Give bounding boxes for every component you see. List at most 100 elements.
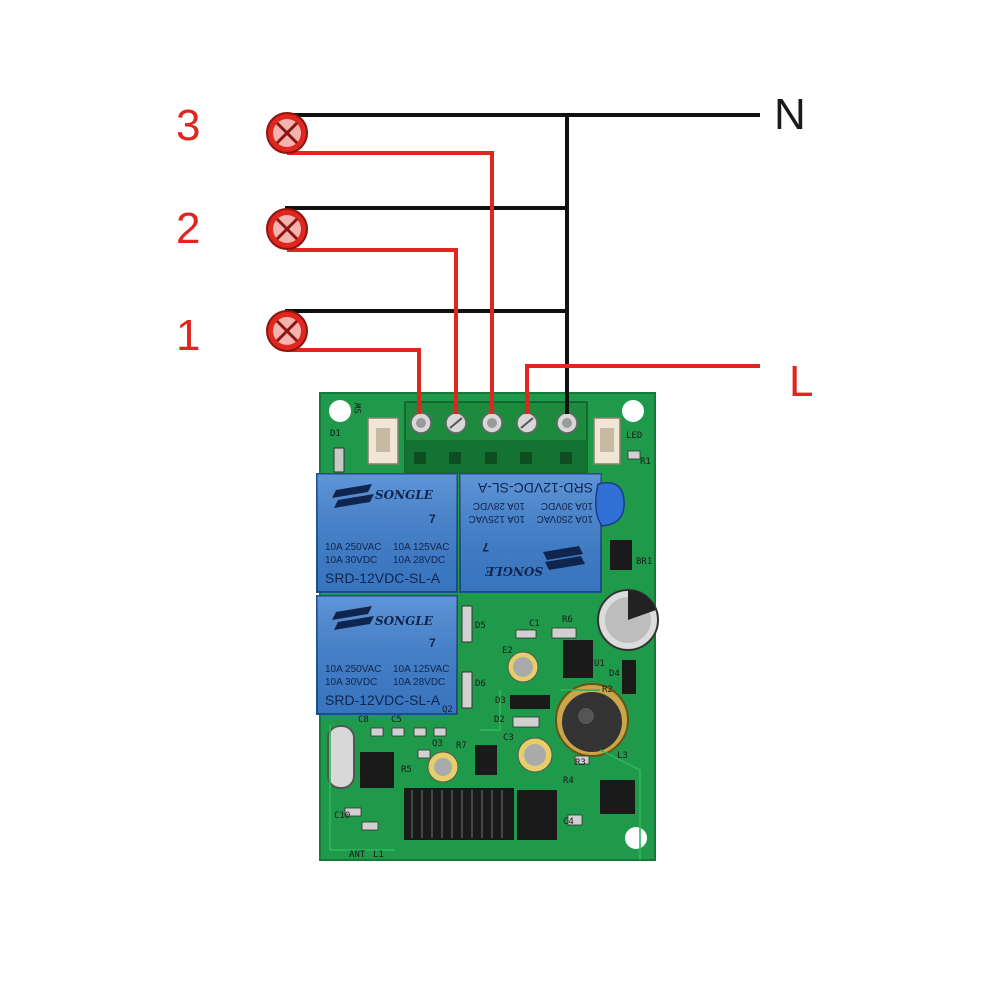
silk-r4: R4 <box>563 776 574 786</box>
relay-1-rating-ac2: 10A 125VAC <box>393 542 450 553</box>
live-label: L <box>789 357 814 406</box>
switched-wire-lamp-3 <box>287 151 494 414</box>
ic-left <box>360 752 394 788</box>
blue-capacitor <box>595 482 625 527</box>
silk-c4: C4 <box>563 817 574 827</box>
relay-1-rating-ac1: 10A 250VAC <box>325 542 382 553</box>
electrolytic-e2 <box>507 651 539 683</box>
push-button-left-cap <box>376 428 390 452</box>
silk-l3: L3 <box>617 751 628 761</box>
relay-3-rating-ac2: 10A 125VAC <box>393 664 450 675</box>
diode-d5 <box>461 605 473 643</box>
terminal-2 <box>445 412 467 434</box>
relay-2-model: SRD-12VDC-SL-A <box>477 480 593 496</box>
neutral-label: N <box>774 90 806 139</box>
relay-3-brand: SONGLE <box>375 614 433 628</box>
bridge-rectifier <box>610 540 632 570</box>
songle-logo-2 <box>543 546 585 570</box>
silk-r2: R2 <box>602 685 613 695</box>
electrolytic-c3 <box>517 737 553 773</box>
silk-br1: BR1 <box>636 557 653 567</box>
relay-2-mark: 7 <box>482 540 489 554</box>
live-wire <box>525 364 760 414</box>
silk-c5: C5 <box>391 715 402 725</box>
silk-q2: Q2 <box>442 705 453 715</box>
relay-3-face: SONGLE 7 10A 250VAC 10A 125VAC 10A 30VDC… <box>317 596 457 714</box>
smd-components <box>344 450 641 831</box>
antenna-coil <box>404 788 514 840</box>
relay-1-brand: SONGLE <box>375 488 433 502</box>
silk-r7: R7 <box>456 741 467 751</box>
relay-1-rating-dc2: 10A 28VDC <box>393 555 446 566</box>
silk-d2: D2 <box>494 715 505 725</box>
ic-right <box>600 780 635 814</box>
lamp-3-icon <box>266 112 308 154</box>
live-wires <box>287 151 760 414</box>
relay-2-rating-dc1: 10A 30VDC <box>540 500 593 511</box>
terminal-1 <box>410 412 432 434</box>
silk-c10: C10 <box>334 811 351 821</box>
relay-3-rating-dc1: 10A 30VDC <box>325 677 378 688</box>
diode-d4 <box>622 660 636 694</box>
terminal-slots <box>414 452 572 464</box>
songle-logo-3 <box>332 606 374 630</box>
relay-3-rating-dc2: 10A 28VDC <box>393 677 446 688</box>
silk-d4: D4 <box>609 669 620 679</box>
electrolytic-c-left <box>427 751 459 783</box>
silk-d1: D1 <box>330 429 341 439</box>
push-button-right-cap <box>600 428 614 452</box>
mount-hole-tl <box>329 400 351 422</box>
terminal-4 <box>516 412 538 434</box>
mount-hole-tr <box>622 400 644 422</box>
terminal-3 <box>481 412 503 434</box>
diode-d6 <box>461 671 473 709</box>
relay-3-model: SRD-12VDC-SL-A <box>325 692 441 708</box>
terminal-screws <box>410 412 578 434</box>
silk-q3: Q3 <box>432 739 443 749</box>
transistor-q <box>475 745 497 775</box>
songle-logo-1 <box>332 484 374 508</box>
terminal-5 <box>556 412 578 434</box>
lamp-3-label: 3 <box>176 101 201 150</box>
diode-d1 <box>333 447 345 473</box>
controller-board <box>316 392 659 861</box>
silk-d3: D3 <box>495 696 506 706</box>
silk-e2: E2 <box>502 646 513 656</box>
silk-l1: L1 <box>373 850 384 860</box>
relay-3-rating-ac1: 10A 250VAC <box>325 664 382 675</box>
crystal <box>327 725 355 789</box>
silk-r6: R6 <box>562 615 573 625</box>
silk-d5: D5 <box>475 621 486 631</box>
lamp-1-label: 1 <box>176 311 201 360</box>
silk-sw: SW <box>353 403 364 414</box>
silk-r5: R5 <box>401 765 412 775</box>
pcb-traces <box>329 689 641 860</box>
ic-u1 <box>563 640 593 678</box>
silk-c3: C3 <box>503 733 514 743</box>
ic-main <box>517 790 557 840</box>
lamp-2-icon <box>266 208 308 250</box>
silk-r1: R1 <box>640 457 651 467</box>
inductor-l3 <box>555 683 629 757</box>
silk-r3: R3 <box>575 758 586 768</box>
relay-2 <box>459 473 602 593</box>
relay-1-mark: 7 <box>429 512 436 526</box>
lamp-1-icon <box>266 310 308 352</box>
mount-hole-br <box>625 827 647 849</box>
relay-1-model: SRD-12VDC-SL-A <box>325 570 441 586</box>
silk-c8: C8 <box>358 715 369 725</box>
switched-wire-lamp-2 <box>287 248 458 414</box>
diode-d3 <box>510 695 550 709</box>
silk-u1: U1 <box>594 659 605 669</box>
relay-1-face: SONGLE 7 10A 250VAC 10A 125VAC 10A 30VDC… <box>317 474 457 592</box>
lamp-2-label: 2 <box>176 204 201 253</box>
relay-2-brand: SONGLE <box>485 564 543 578</box>
relay-3 <box>316 595 458 715</box>
silk-c1: C1 <box>529 619 540 629</box>
relay-2-rating-ac2: 10A 125VAC <box>468 513 525 524</box>
relay-2-face: SONGLE 7 10A 250VAC 10A 125VAC 10A 30VDC… <box>460 474 601 592</box>
neutral-wires <box>285 113 760 414</box>
relay-2-rating-dc2: 10A 28VDC <box>472 500 525 511</box>
